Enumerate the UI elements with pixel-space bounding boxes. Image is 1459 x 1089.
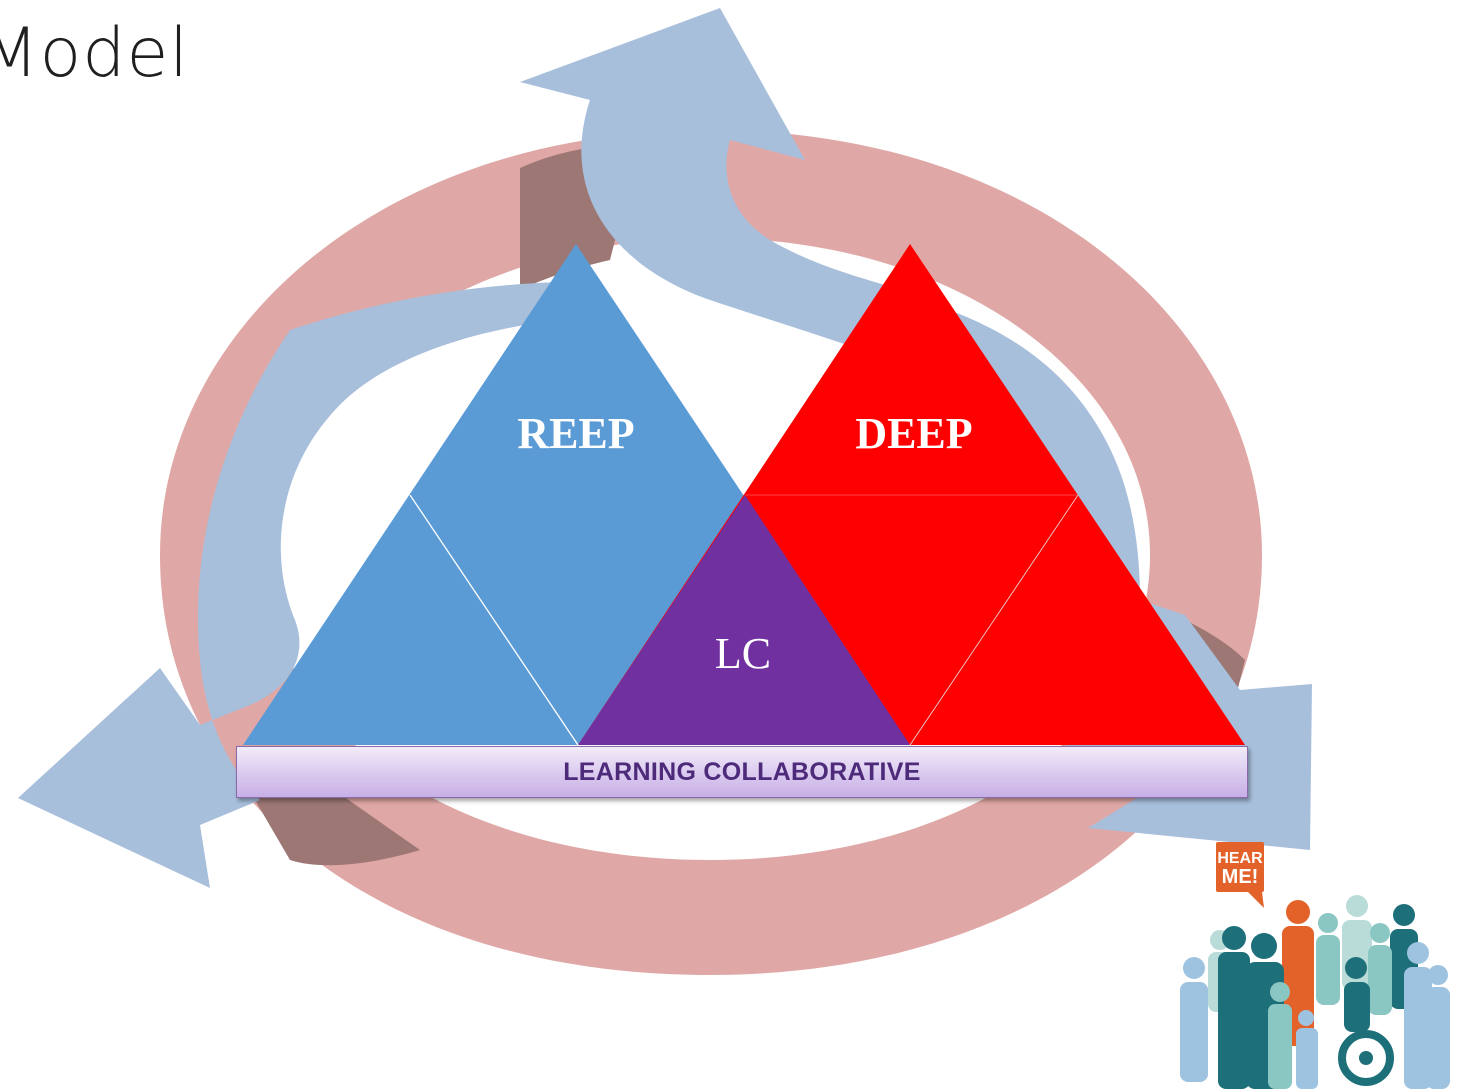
people-crowd-icon bbox=[1180, 895, 1450, 1089]
reep-label: REEP bbox=[517, 409, 634, 458]
ring-shadow-bottom bbox=[255, 780, 420, 866]
hear-me-speech-bubble: HEAR ME! bbox=[1216, 842, 1264, 908]
learning-collaborative-bar: LEARNING COLLABORATIVE bbox=[236, 746, 1248, 798]
lc-label: LC bbox=[715, 629, 771, 678]
triangle-group: REEP DEEP LC bbox=[243, 244, 1245, 746]
logo-text-hear: HEAR bbox=[1217, 850, 1263, 867]
left-arrow bbox=[18, 282, 560, 888]
logo-text-me: ME! bbox=[1222, 866, 1259, 888]
deep-label: DEEP bbox=[855, 409, 972, 458]
reep-divider bbox=[409, 494, 579, 746]
deep-divider bbox=[909, 494, 1079, 746]
learning-collaborative-label: LEARNING COLLABORATIVE bbox=[563, 757, 921, 786]
lc-triangle bbox=[578, 495, 910, 745]
hear-me-logo: HEAR ME! bbox=[1180, 842, 1450, 1089]
top-arrow bbox=[520, 8, 950, 365]
slide-title: Model bbox=[0, 14, 190, 93]
